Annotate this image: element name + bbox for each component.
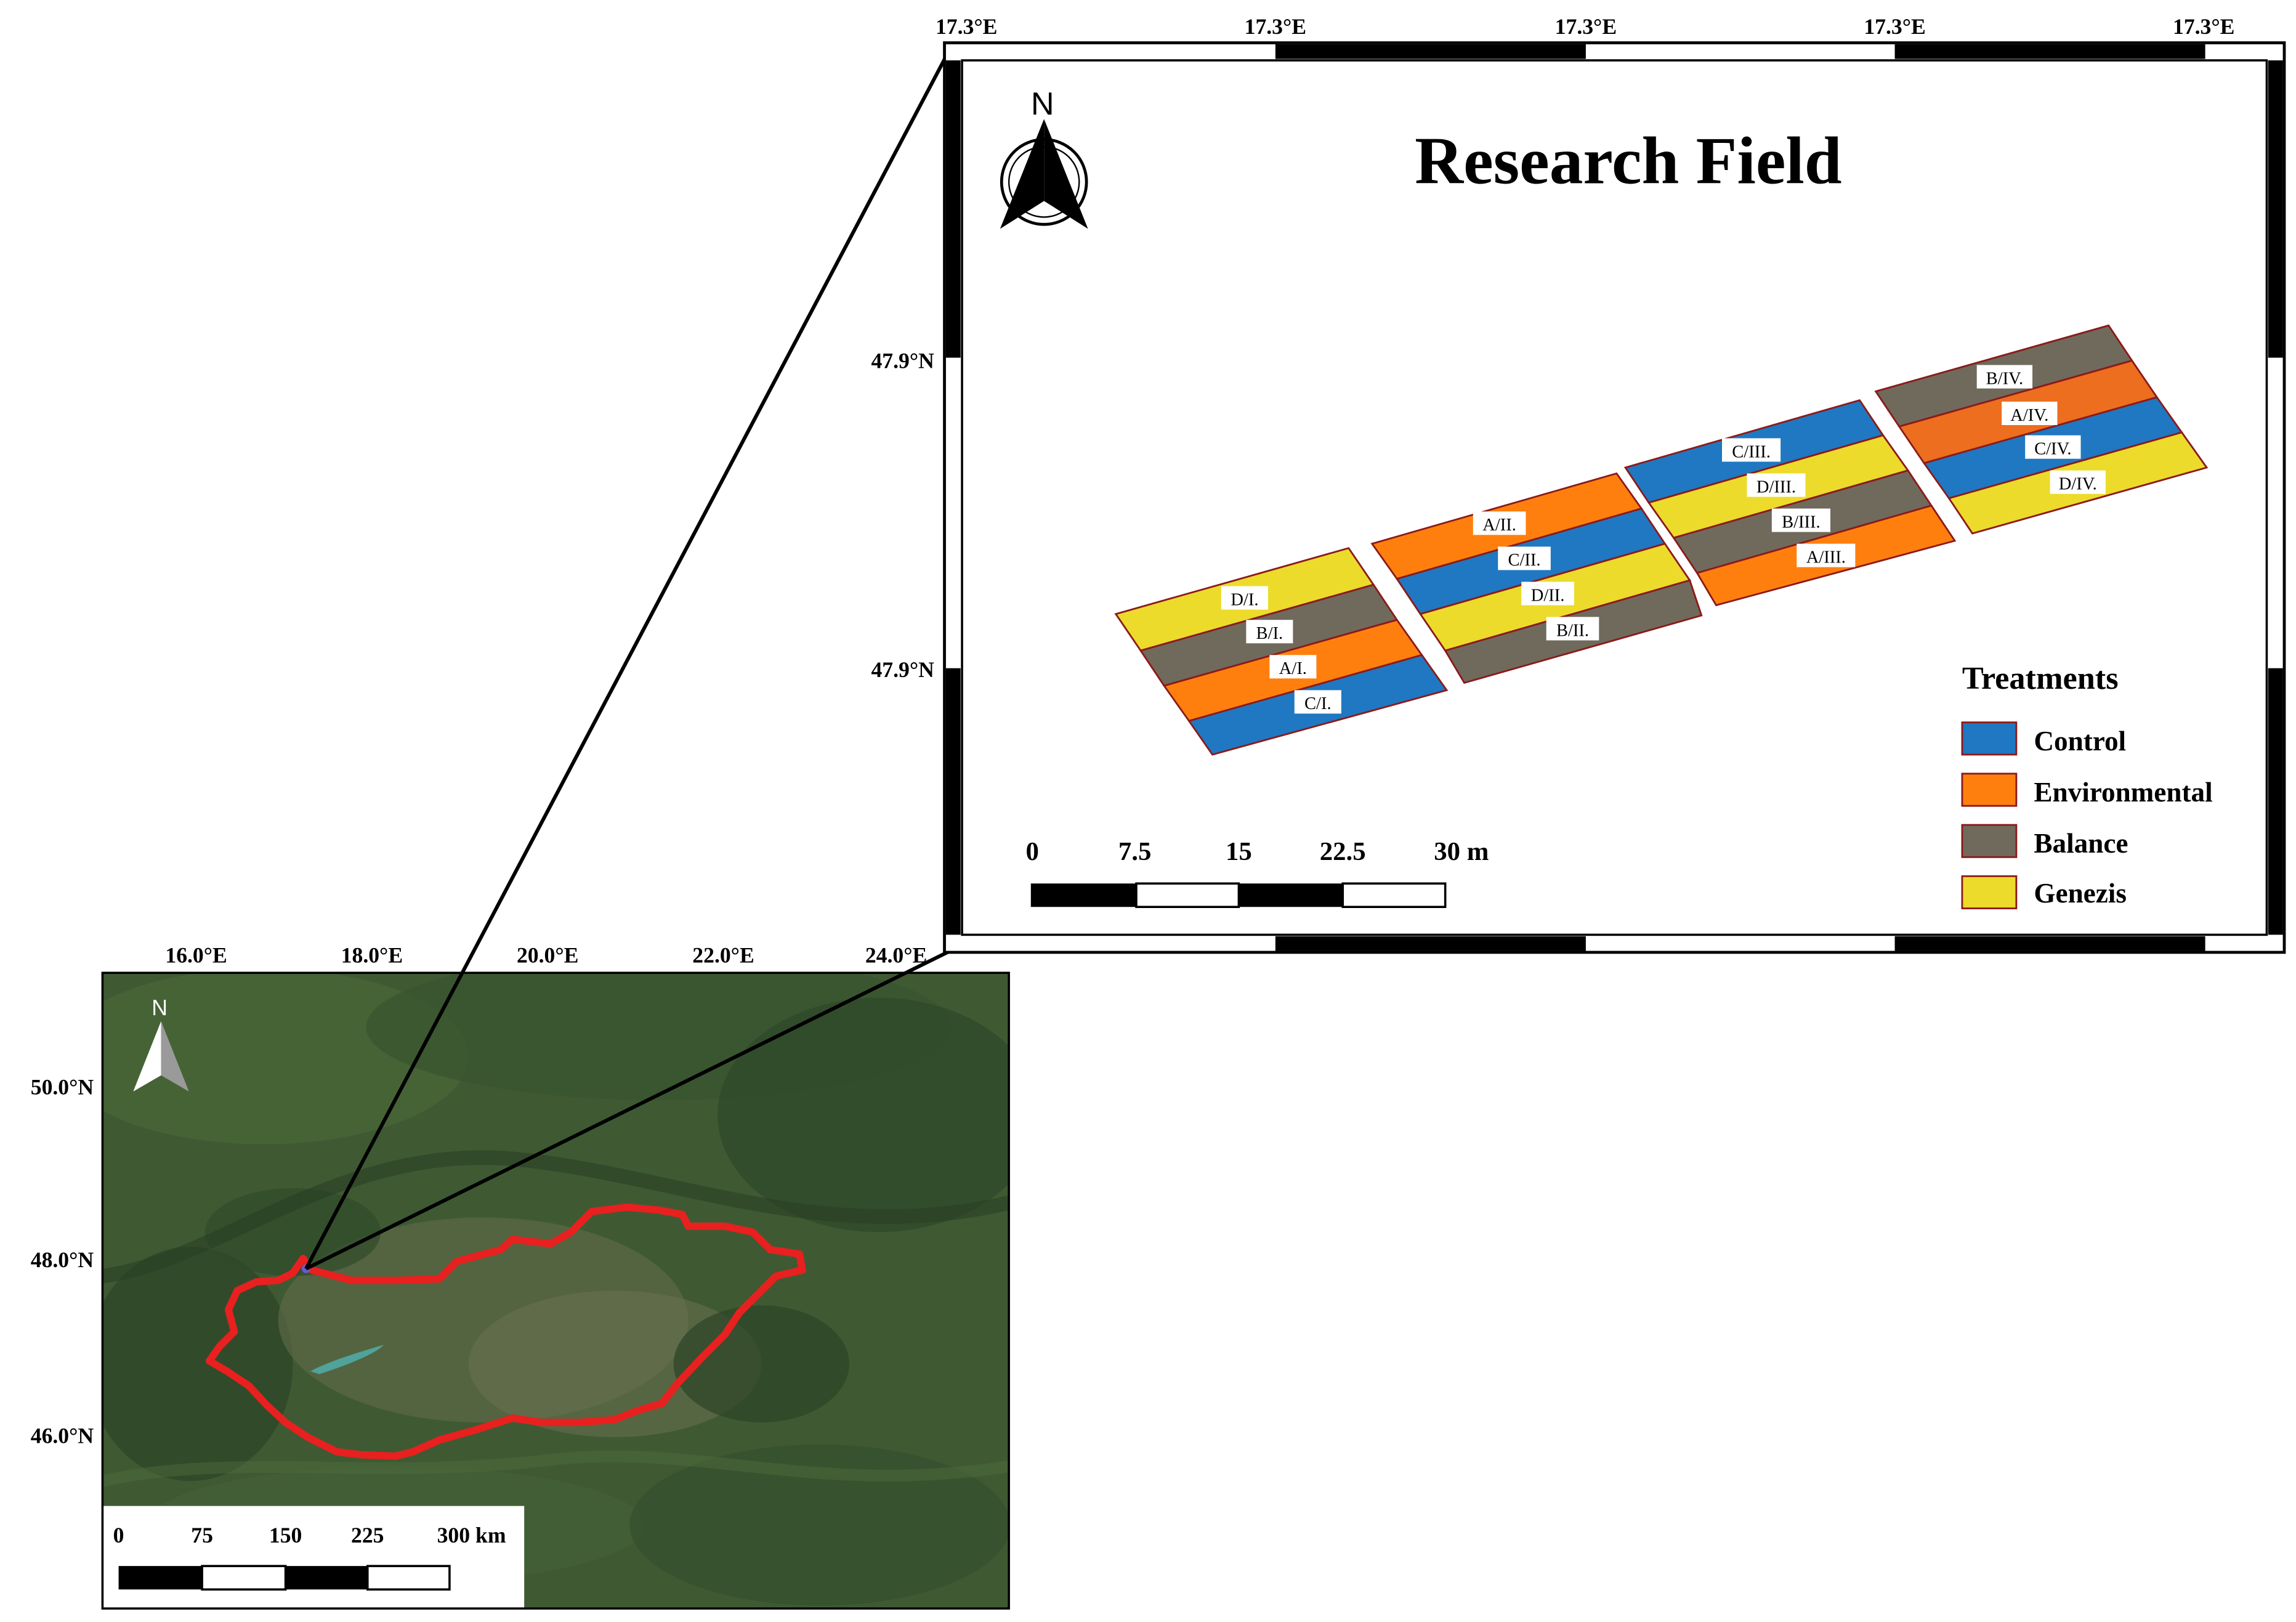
overview-x-tick-3: 22.0°E — [692, 943, 754, 968]
overview-scale-label-4: 300 km — [437, 1523, 506, 1547]
plot-label-b-ii: B/II. — [1556, 621, 1589, 640]
plot-label-a-i: A/I. — [1279, 659, 1307, 678]
zoom-connector-bottom — [305, 947, 955, 1271]
inset-north-label: N — [1031, 86, 1054, 122]
overview-north-arrow-icon: N — [133, 996, 189, 1092]
inset-x-tick-3: 17.3°E — [1864, 14, 1925, 39]
overview-x-tick-4: 24.0°E — [865, 943, 927, 968]
inset-scale-label-4: 30 m — [1434, 837, 1489, 866]
plot-label-a-iii: A/III. — [1806, 548, 1846, 567]
overview-y-tick-0: 50.0°N — [31, 1075, 94, 1100]
legend-label-genezis: Genezis — [2034, 878, 2126, 909]
map-title: Research Field — [1415, 124, 1841, 198]
inset-x-tick-0: 17.3°E — [936, 14, 997, 39]
overview-scale-label-3: 225 — [351, 1523, 384, 1547]
overview-scale-label-2: 150 — [269, 1523, 302, 1547]
overview-x-tick-2: 20.0°E — [517, 943, 578, 968]
plot-label-b-i: B/I. — [1256, 624, 1283, 643]
overview-frame — [101, 971, 1010, 1610]
inset-scale-bar: 0 7.5 15 22.5 30 m — [1025, 837, 1489, 909]
overview-x-tick-0: 16.0°E — [165, 943, 227, 968]
inset-y-tick-0: 47.9°N — [871, 348, 934, 373]
legend-title: Treatments — [1962, 660, 2119, 696]
inset-scale-label-1: 7.5 — [1118, 837, 1151, 866]
legend-swatch-control — [1961, 721, 2018, 756]
legend-label-control: Control — [2034, 726, 2126, 756]
plot-label-b-iv: B/IV. — [1986, 369, 2023, 388]
satellite-imagery: N 0 75 150 225 300 km — [102, 973, 1009, 1609]
legend-label-balance: Balance — [2034, 828, 2128, 859]
overview-map: N 0 75 150 225 300 km 16.0°E 18.0°E 20.0… — [31, 943, 1010, 1610]
plot-label-c-iv: C/IV. — [2034, 440, 2071, 459]
plot-label-d-iv: D/IV. — [2059, 475, 2097, 494]
plot-label-c-i: C/I. — [1304, 694, 1332, 713]
legend-swatch-environmental — [1961, 772, 2018, 807]
legend: Treatments Control Environmental Balance… — [1961, 660, 2213, 910]
overview-scale-label-0: 0 — [113, 1523, 124, 1547]
plot-label-b-iii: B/III. — [1782, 513, 1821, 532]
plot-label-c-iii: C/III. — [1732, 442, 1771, 461]
overview-scale-label-1: 75 — [191, 1523, 213, 1547]
overview-x-tick-1: 18.0°E — [341, 943, 403, 968]
legend-label-environmental: Environmental — [2034, 777, 2212, 808]
inset-scale-label-3: 22.5 — [1320, 837, 1366, 866]
plot-label-a-ii: A/II. — [1482, 516, 1516, 535]
plot-label-d-i: D/I. — [1231, 590, 1258, 609]
hungary-boundary — [206, 1203, 806, 1460]
inset-x-tick-4: 17.3°E — [2173, 14, 2234, 39]
plot-labels: D/I. B/I. A/I. C/I. A/II. C/II. D/II. B/… — [1221, 365, 2106, 714]
plot-label-c-ii: C/II. — [1508, 551, 1540, 570]
inset-x-tick-2: 17.3°E — [1555, 14, 1617, 39]
inset-y-tick-1: 47.9°N — [871, 657, 934, 682]
lake-balaton — [310, 1345, 384, 1374]
inset-x-tick-1: 17.3°E — [1245, 14, 1306, 39]
overview-scale-bar: 0 75 150 225 300 km — [102, 1506, 525, 1609]
overview-north-label: N — [152, 996, 168, 1020]
legend-swatch-genezis — [1961, 875, 2018, 910]
zoom-connector-top — [304, 42, 955, 1270]
inset-scale-label-2: 15 — [1226, 837, 1252, 866]
plot-label-a-iv: A/IV. — [2010, 406, 2048, 425]
overview-y-tick-2: 46.0°N — [31, 1423, 94, 1448]
legend-swatch-balance — [1961, 824, 2018, 858]
inset-map: 17.3°E 17.3°E 17.3°E 17.3°E 17.3°E 47.9°… — [871, 14, 2286, 954]
plot-label-d-ii: D/II. — [1531, 586, 1565, 605]
overview-y-tick-1: 48.0°N — [31, 1247, 94, 1272]
plot-label-d-iii: D/III. — [1756, 477, 1796, 497]
inset-scale-label-0: 0 — [1025, 837, 1038, 866]
